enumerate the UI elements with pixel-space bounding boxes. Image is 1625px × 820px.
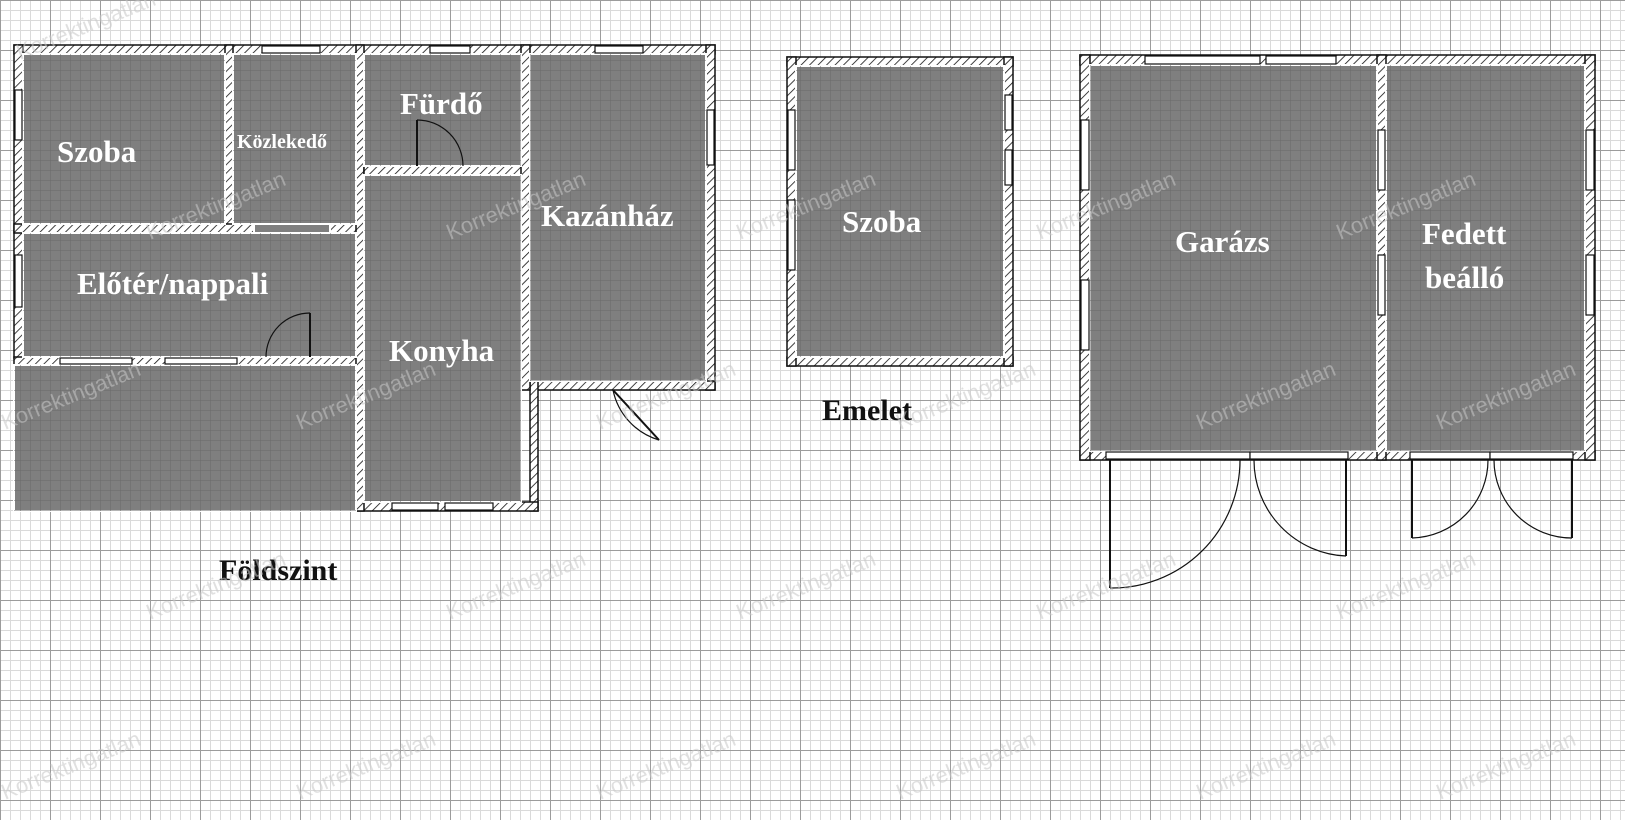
window [1377, 254, 1386, 316]
watermark-text: Korrektingatlan [893, 726, 1040, 805]
window [787, 109, 796, 171]
room-label-szoba-upper: Szoba [842, 204, 922, 239]
watermark-text: Korrektingatlan [893, 356, 1040, 435]
garage-door-right [1253, 459, 1347, 557]
ground-floor-plan: Szoba Közlekedő Fürdő Kazánház Előtér/na… [13, 44, 716, 587]
door [416, 119, 464, 167]
garage-door-left [1109, 459, 1241, 589]
wall [355, 44, 365, 512]
watermark-text: Korrektingatlan [593, 726, 740, 805]
window [1080, 279, 1090, 351]
level-title-ground: Földszint [219, 554, 337, 587]
room-label-kozlekedo: Közlekedő [237, 131, 327, 153]
gate-opening [1409, 451, 1491, 460]
wall [529, 380, 539, 512]
watermark-text: Korrektingatlan [1193, 726, 1340, 805]
window [59, 357, 133, 365]
room-label-kazanhaz: Kazánház [541, 198, 674, 233]
garage-plan: Garázs Fedett beálló [1079, 54, 1596, 589]
watermark-text: Korrektingatlan [293, 726, 440, 805]
wall [786, 56, 1014, 67]
window [594, 45, 644, 54]
wall [705, 44, 716, 391]
room-label-eloter: Előtér/nappali [77, 266, 269, 301]
door [612, 389, 660, 441]
wall [520, 44, 531, 391]
watermark-text: Korrektingatlan [443, 546, 590, 625]
window [1080, 119, 1090, 191]
room-label-garazs: Garázs [1175, 224, 1270, 259]
window [391, 502, 439, 511]
watermark-text: Korrektingatlan [733, 546, 880, 625]
gate-opening [1489, 451, 1574, 460]
window [787, 199, 796, 271]
window [706, 109, 715, 166]
window [1004, 94, 1013, 131]
watermark-text: Korrektingatlan [1333, 546, 1480, 625]
window [164, 357, 238, 365]
window [1585, 129, 1595, 191]
window [429, 45, 471, 54]
window [14, 254, 23, 308]
watermark-text: Korrektingatlan [1033, 546, 1180, 625]
gate-opening [1249, 451, 1349, 460]
watermark-text: Korrektingatlan [1433, 726, 1580, 805]
window [1004, 149, 1013, 186]
wall [363, 165, 539, 176]
wall [786, 356, 1014, 367]
upper-floor-plan: Szoba Emelet [786, 56, 1014, 427]
carport-door-left [1411, 459, 1489, 539]
wall [13, 223, 255, 234]
room-label-fedett-line2: beálló [1425, 260, 1504, 295]
watermark-text: Korrektingatlan [0, 726, 144, 805]
room-kozlekedo-lower [253, 223, 331, 234]
window [444, 502, 494, 511]
wall [1079, 54, 1091, 461]
room-label-fedett-line1: Fedett [1422, 216, 1507, 251]
window [261, 45, 321, 54]
window [1377, 129, 1386, 191]
carport-door-right [1493, 459, 1573, 539]
window [1265, 55, 1337, 65]
room-label-konyha: Konyha [389, 333, 495, 368]
window [14, 89, 23, 141]
level-title-upper: Emelet [822, 394, 912, 427]
room-label-szoba: Szoba [57, 134, 137, 169]
window [1144, 55, 1261, 65]
door [265, 312, 311, 358]
gate-opening [1105, 451, 1251, 460]
room-label-furdo: Fürdő [400, 86, 483, 121]
window [1585, 254, 1595, 316]
